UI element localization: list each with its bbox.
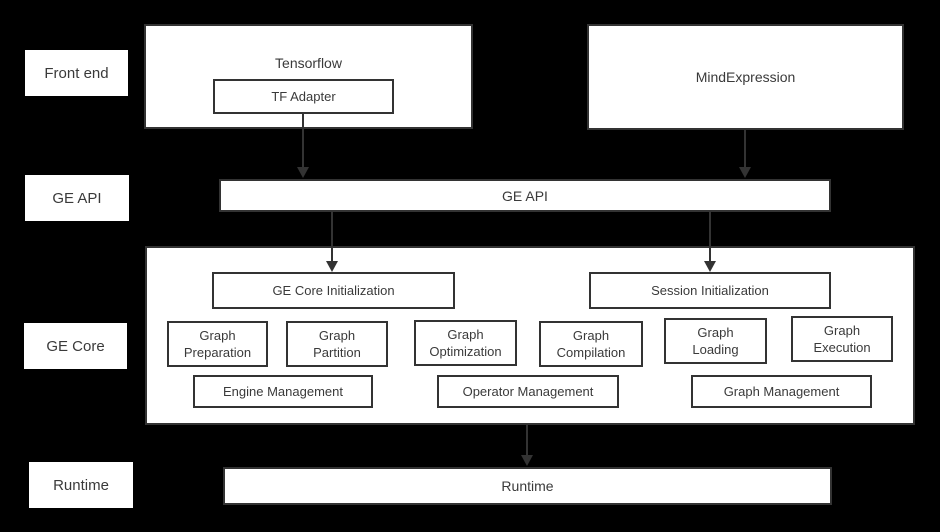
arrow-ge-api-to-session-init (704, 212, 716, 272)
side-label-front-end: Front end (25, 50, 128, 96)
side-label-ge-core: GE Core (24, 323, 127, 369)
arrow-mindexpression-to-ge-api (739, 130, 751, 178)
arrow-head (521, 455, 533, 466)
stage-graph-loading: Graph Loading (664, 318, 767, 364)
stage-graph-preparation: Graph Preparation (167, 321, 268, 367)
arrow-stem (709, 212, 711, 262)
arrow-head (704, 261, 716, 272)
arrow-ge-api-to-ge-core-init (326, 212, 338, 272)
side-label-ge-api: GE API (25, 175, 129, 221)
tf-adapter-box: TF Adapter (213, 79, 394, 114)
arrow-head (739, 167, 751, 178)
ge-api-bar: GE API (219, 179, 831, 212)
tensorflow-title: Tensorflow (275, 55, 342, 71)
graph-management-box: Graph Management (691, 375, 872, 408)
arrow-tf-adapter-to-ge-api (297, 114, 309, 178)
mindexpression-box: MindExpression (587, 24, 904, 130)
arrow-ge-core-to-runtime (521, 425, 533, 466)
arrow-stem (331, 212, 333, 262)
operator-management-box: Operator Management (437, 375, 619, 408)
stage-graph-compilation: Graph Compilation (539, 321, 643, 367)
arrow-stem (302, 114, 304, 168)
stage-graph-optimization: Graph Optimization (414, 320, 517, 366)
stage-graph-partition: Graph Partition (286, 321, 388, 367)
ge-core-initialization-box: GE Core Initialization (212, 272, 455, 309)
stage-graph-execution: Graph Execution (791, 316, 893, 362)
arrow-stem (526, 425, 528, 456)
arrow-head (297, 167, 309, 178)
arrow-head (326, 261, 338, 272)
side-label-runtime: Runtime (29, 462, 133, 508)
engine-management-box: Engine Management (193, 375, 373, 408)
runtime-bar: Runtime (223, 467, 832, 505)
arrow-stem (744, 130, 746, 168)
session-initialization-box: Session Initialization (589, 272, 831, 309)
